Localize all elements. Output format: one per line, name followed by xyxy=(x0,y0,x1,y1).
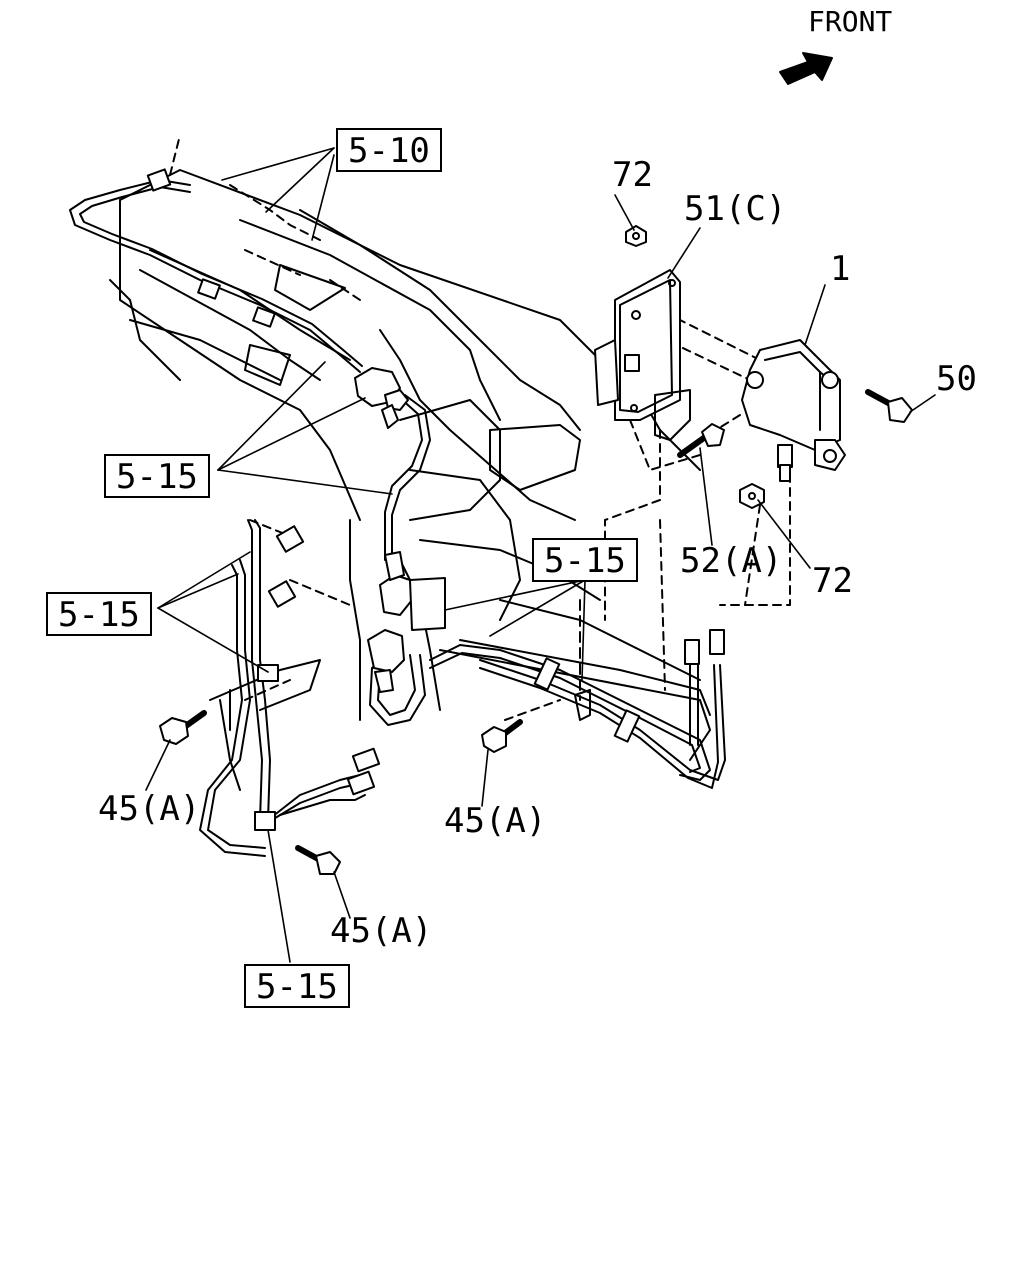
bolt-45a-bottom xyxy=(298,848,340,874)
part-45a-label-center: 45(A) xyxy=(444,801,547,841)
bracket-51c xyxy=(595,270,690,440)
part-50-label: 50 xyxy=(936,359,977,399)
bolt-50 xyxy=(868,392,912,422)
valve-part-1 xyxy=(742,340,845,481)
bolt-45a-center xyxy=(482,722,520,752)
brake-pipes xyxy=(70,169,725,856)
bolt-45a-left xyxy=(160,713,204,744)
nut-72-right xyxy=(740,484,764,508)
ref-5-15-callout-top: 5-15 xyxy=(104,454,210,498)
ref-5-15-callout-center: 5-15 xyxy=(532,538,638,582)
part-51c-label: 51(C) xyxy=(684,189,787,229)
front-arrow-icon xyxy=(780,53,832,84)
ref-5-15-callout-left: 5-15 xyxy=(46,592,152,636)
part-52a-label: 52(A) xyxy=(680,541,783,581)
bolt-52a xyxy=(680,424,724,455)
ref-5-15-callout-bottom: 5-15 xyxy=(244,964,350,1008)
part-45a-label-left: 45(A) xyxy=(98,789,201,829)
three-way-connectors xyxy=(355,368,445,692)
part-1-label: 1 xyxy=(830,249,851,289)
part-72-label-right: 72 xyxy=(812,561,853,601)
ref-5-10-callout: 5-10 xyxy=(336,128,442,172)
nut-72-top xyxy=(626,226,646,246)
chassis-frame xyxy=(110,170,710,790)
front-label: FRONT xyxy=(808,5,893,38)
part-72-label-top: 72 xyxy=(612,155,653,195)
part-45a-label-bottom: 45(A) xyxy=(330,911,433,951)
leader-lines xyxy=(146,148,935,962)
